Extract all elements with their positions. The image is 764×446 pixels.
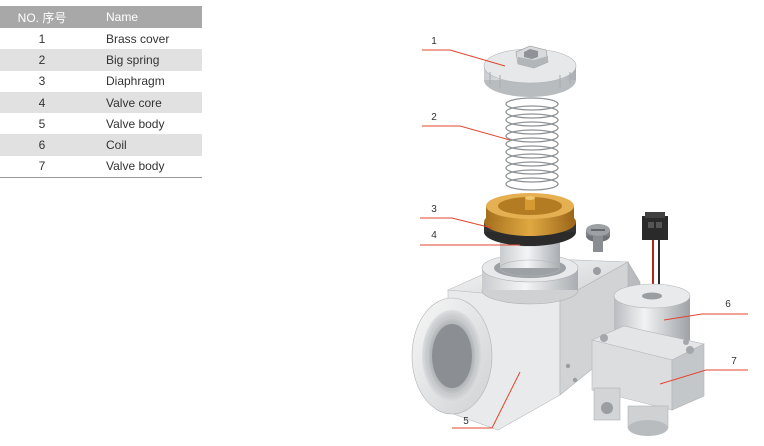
row-no: 4 — [0, 91, 84, 114]
row-no: 3 — [38, 74, 46, 89]
big-spring — [505, 97, 559, 191]
table-row: 2 Big spring — [0, 49, 202, 71]
parts-table: NO. 序号 Name 1 Brass cover 2 Big spring 3… — [0, 6, 202, 178]
row-name: Valve core — [84, 91, 202, 114]
solenoid-valve-body — [591, 325, 705, 436]
row-name: Brass cover — [106, 31, 170, 46]
callout-6: 6 — [725, 299, 731, 310]
callout-3: 3 — [431, 204, 437, 215]
row-name: Valve body — [106, 116, 165, 131]
table-row: 4 Valve core — [0, 91, 202, 114]
table-row: 6 Coil — [0, 134, 202, 156]
leader-6 — [663, 313, 748, 321]
row-no: 2 — [0, 49, 84, 71]
table-header-row: NO. 序号 Name — [0, 6, 202, 28]
brass-cover — [483, 45, 577, 97]
diaphragm — [484, 193, 576, 246]
row-no: 6 — [0, 134, 84, 156]
row-name: Coil — [84, 134, 202, 156]
table-row: 3 Diaphragm — [0, 71, 202, 92]
callout-2: 2 — [431, 112, 437, 123]
leader-3 — [420, 217, 493, 229]
callout-1: 1 — [431, 36, 437, 47]
screw — [586, 224, 610, 252]
leader-1 — [422, 49, 506, 67]
row-name: Diaphragm — [106, 74, 165, 89]
header-name: Name — [84, 6, 202, 28]
row-no: 1 — [38, 31, 46, 46]
table-row: 1 Brass cover — [0, 28, 202, 49]
callout-numbers: 1 2 3 4 5 6 7 — [431, 36, 737, 427]
leader-lines — [420, 49, 748, 429]
callout-7: 7 — [731, 356, 737, 367]
row-name: Valve body — [84, 155, 202, 178]
leader-5 — [452, 371, 521, 429]
callout-4: 4 — [431, 230, 437, 241]
row-no: 7 — [0, 155, 84, 178]
leader-7 — [659, 369, 748, 385]
row-no: 5 — [38, 116, 46, 131]
valve-body-main — [411, 257, 641, 431]
callout-5: 5 — [463, 416, 469, 427]
row-name: Big spring — [84, 49, 202, 71]
table-row: 7 Valve body — [0, 155, 202, 178]
leader-2 — [422, 125, 511, 141]
table-row: 5 Valve body — [0, 113, 202, 134]
header-no: NO. 序号 — [0, 6, 84, 28]
